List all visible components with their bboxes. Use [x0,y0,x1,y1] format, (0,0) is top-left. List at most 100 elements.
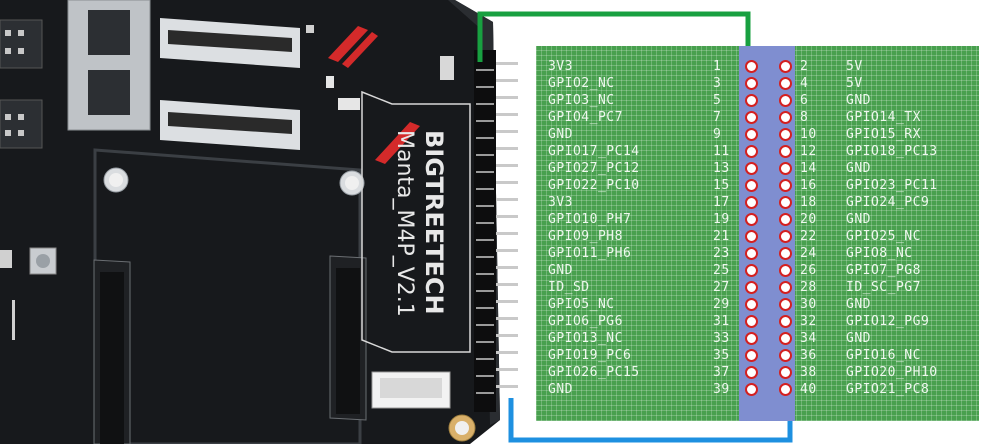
pin-dot [779,128,792,141]
header-pin [476,324,494,326]
right-pin-number: 26 [800,263,817,278]
header-pin [476,120,494,122]
pin-dot [779,60,792,73]
left-pin-number: 3 [713,76,722,91]
header-pin [496,130,518,133]
right-pin-number: 14 [800,161,817,176]
header-pins [476,62,518,394]
right-pin-number: 40 [800,382,817,397]
left-pin-name: GPIO27_PC12 [548,161,640,176]
left-pin-name: GND [548,382,573,397]
header-pin [476,273,494,275]
pin-dot [745,383,758,396]
right-pin-number: 4 [800,76,809,91]
pin-dot [745,366,758,379]
pin-dot [779,315,792,328]
header-pin [476,69,494,71]
header-pin [476,222,494,224]
header-pin [496,300,518,303]
pin-dot [779,383,792,396]
left-pin-number: 11 [713,144,730,159]
pin-dot [779,349,792,362]
left-pin-number: 21 [713,229,730,244]
pin-dot [745,332,758,345]
header-pin [496,164,518,167]
left-pin-name: GPIO6_PG6 [548,314,623,329]
header-pin [496,317,518,320]
left-pin-name: 3V3 [548,195,573,210]
left-pin-number: 29 [713,297,730,312]
right-pin-name: GPIO24_PC9 [846,195,930,210]
left-pin-number: 23 [713,246,730,261]
header-pin [476,103,494,105]
left-pin-name: GPIO22_PC10 [548,178,640,193]
right-pin-name: GND [846,161,871,176]
header-pin [476,137,494,139]
right-pin-name: GPIO18_PC13 [846,144,938,159]
right-pin-number: 36 [800,348,817,363]
right-pin-number: 38 [800,365,817,380]
right-pin-number: 20 [800,212,817,227]
left-pin-number: 39 [713,382,730,397]
pin-dot [745,213,758,226]
pin-dot [745,264,758,277]
pinout-row: GND 39 40 GPIO21_PC8 [0,381,1000,398]
right-pin-name: GND [846,212,871,227]
pin-dot [745,145,758,158]
right-pin-number: 34 [800,331,817,346]
right-pin-number: 32 [800,314,817,329]
left-pin-name: GPIO11_PH6 [548,246,632,261]
board-logo: Manta_M4P_V2.1 BIGTREETECH [392,130,448,317]
left-pin-number: 19 [713,212,730,227]
right-pin-name: GPIO7_PG8 [846,263,921,278]
left-pin-name: GPIO9_PH8 [548,229,623,244]
left-pin-number: 27 [713,280,730,295]
pinout-row: GPIO10_PH7 19 20 GND [0,211,1000,228]
left-pin-number: 7 [713,110,722,125]
left-pin-name: GPIO2_NC [548,76,615,91]
svg-text:Manta_M4P_V2.1: Manta_M4P_V2.1 [392,130,417,317]
right-pin-name: GPIO25_NC [846,229,921,244]
left-pin-number: 31 [713,314,730,329]
left-pin-name: GPIO13_NC [548,331,623,346]
right-pin-number: 16 [800,178,817,193]
header-pin [496,334,518,337]
pin-dot [779,162,792,175]
right-pin-number: 22 [800,229,817,244]
header-pin [496,249,518,252]
left-pin-name: GND [548,127,573,142]
left-pin-name: GPIO4_PC7 [548,110,623,125]
header-pin [496,266,518,269]
wire-top [477,11,751,62]
header-pin [476,307,494,309]
header-pin [476,341,494,343]
left-pin-name: 3V3 [548,59,573,74]
left-pin-number: 9 [713,127,722,142]
header-pin [476,171,494,173]
header-pin [496,232,518,235]
pin-dot [779,94,792,107]
left-pin-number: 1 [713,59,722,74]
header-pin [476,358,494,360]
left-pin-name: GPIO10_PH7 [548,212,632,227]
pin-dot [779,179,792,192]
header-pin [496,113,518,116]
left-pin-name: GPIO5_NC [548,297,615,312]
left-pin-name: ID_SD [548,280,590,295]
svg-text:BIGTREETECH: BIGTREETECH [420,130,448,315]
pin-dot [745,60,758,73]
right-pin-name: GPIO21_PC8 [846,382,930,397]
left-pin-number: 5 [713,93,722,108]
pin-dot [779,247,792,260]
left-pin-number: 25 [713,263,730,278]
header-pin [476,375,494,377]
